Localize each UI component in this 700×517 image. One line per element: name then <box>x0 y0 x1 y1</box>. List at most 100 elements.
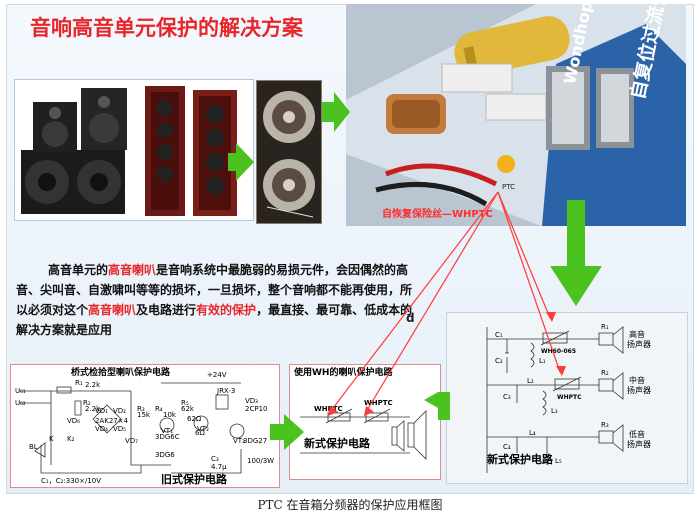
para-text: 是音响系统中最脆弱的易损元件，会因偶然的高音、尖叫音、自激啸叫等等的损坏，一旦损… <box>16 263 413 317</box>
speaker-label: 扬声器 <box>627 385 651 395</box>
part-label: 10k <box>163 411 177 419</box>
part-label: VD₃ <box>245 397 258 405</box>
wh-ptc-label: WHPTC <box>314 405 343 413</box>
part-label: VT₂ <box>197 425 209 433</box>
part-label: C₃ <box>211 455 219 463</box>
part-label: L₅ <box>555 457 562 465</box>
part-label: R₅ <box>181 399 189 407</box>
red-arrowhead <box>328 406 338 416</box>
part-label: VD₁ <box>95 407 108 415</box>
part-label: C₄ <box>503 443 511 451</box>
speaker-label: 扬声器 <box>627 339 651 349</box>
speaker-label: 扬声器 <box>627 439 651 449</box>
tweeter-illustration <box>263 91 315 218</box>
part-label: 4.7μ <box>211 463 227 471</box>
speakers-illustration <box>21 86 237 216</box>
part-label: L₄ <box>529 429 536 437</box>
part-label: K₂ <box>67 435 75 443</box>
wh-part-label: WH60-065 <box>541 348 576 355</box>
speaker-label: 低音 <box>629 429 645 439</box>
wh-circuit-title: 使用WH的喇叭保护电路 <box>293 366 393 378</box>
part-label: L₂ <box>527 377 534 385</box>
old-circuit-panel: U₀₁ U₀₂ +24V R₁ 2.2k R₂ 2.2k R₃ 15k R₄ 1… <box>10 364 280 488</box>
wh-circuit-panel: 使用WH的喇叭保护电路 WHPTC WHPTC 新式保护电路 <box>289 364 441 480</box>
old-circuit-title: 桥式检拾型喇叭保护电路 <box>71 366 171 378</box>
ptc-caption: 自恢复保险丝—WHPTC <box>382 209 493 220</box>
green-arrow-left <box>424 380 450 420</box>
cap-note: C₁，C₂:330×/10V <box>41 477 101 485</box>
part-label: L₃ <box>551 407 558 415</box>
speaker-r: R₃ <box>601 421 609 429</box>
crossover-board-illustration <box>346 4 686 226</box>
supply-label: +24V <box>207 371 227 379</box>
part-label: 6Ω <box>195 429 205 437</box>
description-paragraph: 高音单元的高音喇叭是音响系统中最脆弱的易损元件，会因偶然的高音、尖叫音、自激啸叫… <box>16 260 420 340</box>
part-label: BL <box>29 443 38 451</box>
part-label: C₃ <box>503 393 511 401</box>
part-label: R₂ <box>83 399 91 407</box>
part-label: VT₁ <box>161 427 173 435</box>
speaker-r: R₁ <box>601 323 609 331</box>
wh-circuit-label: 新式保护电路 <box>304 436 371 450</box>
part-label: 3DG27 <box>243 437 267 445</box>
para-text: ，最直接、最可靠、低成本的解决方案就是应用 <box>16 303 413 337</box>
red-arrowhead <box>546 312 556 322</box>
part-label: VD₆ <box>67 417 80 425</box>
crossover-circuit-panel: WH60-065 WHPTC C₁ C₂ C₃ C₄ L₁ L₂ L₃ L₄ L… <box>446 312 688 484</box>
part-label: L₁ <box>539 357 546 365</box>
part-label: VD₂ <box>113 407 126 415</box>
right-circuit-label: 新式保护电路 <box>487 452 554 466</box>
part-label: 2CP10 <box>245 405 267 413</box>
part-label: VD₄ <box>95 425 108 433</box>
part-label: C₁ <box>495 331 503 339</box>
figure-caption: PTC 在音箱分频器的保护应用框图 <box>257 498 443 512</box>
part-label: 62Ω <box>187 415 202 423</box>
para-highlight: 高音喇叭 <box>88 303 137 317</box>
part-label: 3DG6C <box>155 433 180 441</box>
part-label: VD₇ <box>125 437 138 445</box>
part-label: K <box>49 435 54 443</box>
part-label: VT₃ <box>233 437 245 445</box>
part-label: 2.2k <box>85 405 101 413</box>
green-arrow-right <box>270 414 304 450</box>
speaker-label: 高音 <box>629 329 645 339</box>
terminal-label: U₀₂ <box>15 399 26 407</box>
part-label: JRX-3 <box>216 387 235 395</box>
part-label: VD₅ <box>113 425 126 433</box>
part-label: R₁ <box>75 379 83 387</box>
part-label: 15k <box>137 411 151 419</box>
para-highlight: 高音喇叭 <box>108 263 157 277</box>
part-label: 3DG6 <box>155 451 175 459</box>
wh-ptc-label: WHPTC <box>364 399 393 407</box>
para-mark: d <box>406 311 415 325</box>
ptc-mark: PTC <box>502 183 515 191</box>
red-pointer-lines <box>329 191 561 413</box>
part-label: 62k <box>181 405 195 413</box>
green-arrow-down <box>550 200 602 306</box>
part-label: 2.2k <box>85 381 101 389</box>
terminal-label: U₀₁ <box>15 387 26 395</box>
para-highlight: 有效的保护 <box>196 303 257 317</box>
part-label: 100/3W <box>247 457 274 465</box>
red-arrowhead <box>364 406 374 416</box>
old-circuit-schematic: U₀₁ U₀₂ +24V R₁ 2.2k R₂ 2.2k R₃ 15k R₄ 1… <box>15 366 274 486</box>
part-label: R₄ <box>155 405 163 413</box>
part-label: C₂ <box>495 357 503 365</box>
speaker-r: R₂ <box>601 369 609 377</box>
old-circuit-label: 旧式保护电路 <box>161 472 228 486</box>
slide-title: 音响高音单元保护的解决方案 <box>30 15 303 40</box>
tweeter-photo <box>256 80 322 224</box>
para-text: 及电路进行 <box>136 303 197 317</box>
part-label: R₃ <box>137 405 145 413</box>
red-arrowhead <box>556 366 566 376</box>
green-arrow-right <box>228 143 254 181</box>
part-label: 2AK27×4 <box>95 417 129 425</box>
whptc-part-label: WHPTC <box>557 394 582 401</box>
wh-circuit-schematic: 使用WH的喇叭保护电路 WHPTC WHPTC 新式保护电路 <box>293 366 427 460</box>
green-arrow-right <box>322 92 350 132</box>
speaker-label: 中音 <box>629 375 645 385</box>
speakers-photo <box>14 79 254 221</box>
para-text: 高音单元的 <box>48 263 109 277</box>
crossover-photo <box>346 4 686 226</box>
